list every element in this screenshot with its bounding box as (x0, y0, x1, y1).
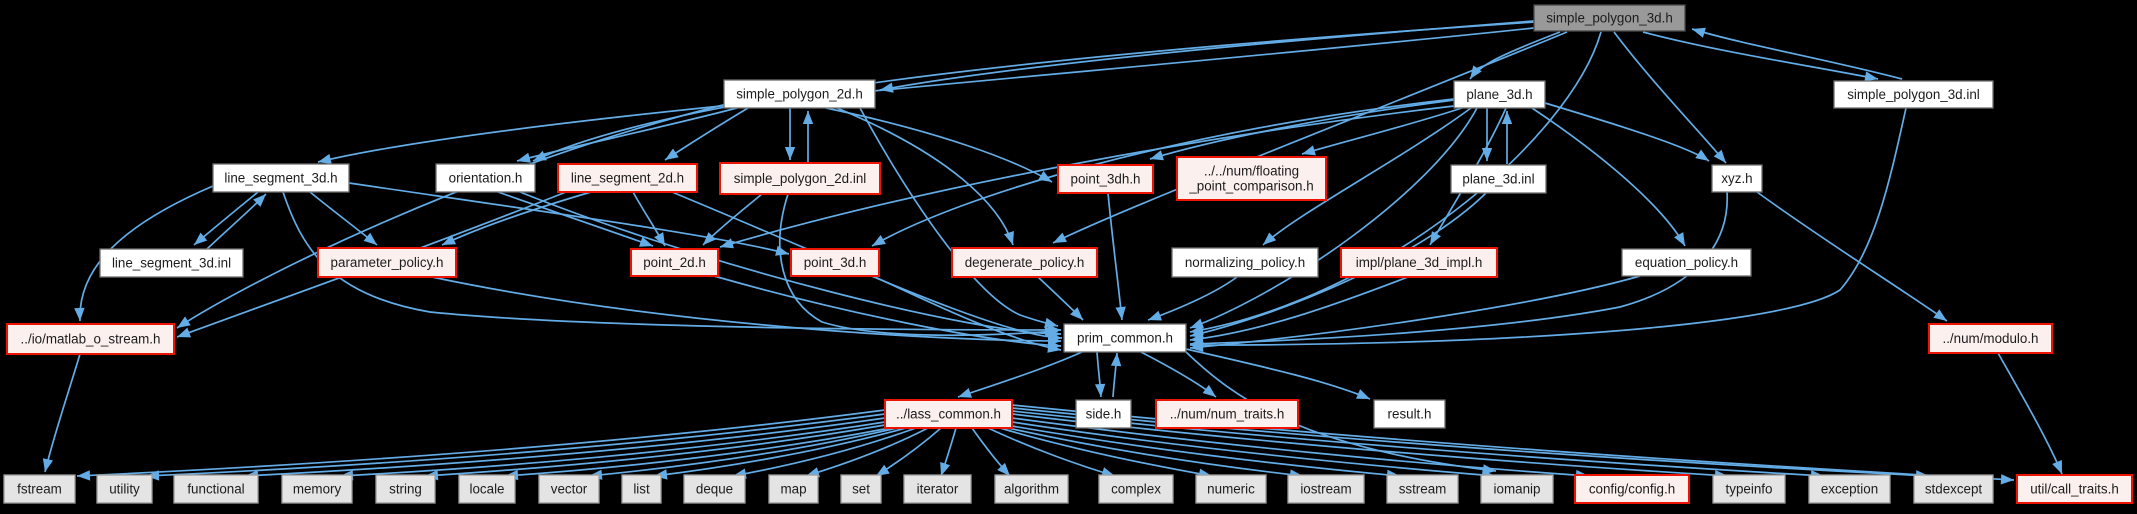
svg-text:deque: deque (696, 482, 733, 497)
svg-text:normalizing_policy.h: normalizing_policy.h (1185, 255, 1305, 270)
svg-text:algorithm: algorithm (1004, 482, 1059, 497)
svg-text:../../num/floating: ../../num/floating (1204, 164, 1299, 179)
svg-text:simple_polygon_3d.inl: simple_polygon_3d.inl (1847, 87, 1980, 102)
svg-text:point_3d.h: point_3d.h (804, 255, 867, 270)
svg-text:../num/num_traits.h: ../num/num_traits.h (1170, 407, 1285, 422)
svg-text:simple_polygon_2d.h: simple_polygon_2d.h (736, 87, 863, 102)
svg-text:stdexcept: stdexcept (1925, 482, 1983, 497)
svg-text:point_3dh.h: point_3dh.h (1071, 172, 1141, 187)
svg-text:line_segment_2d.h: line_segment_2d.h (571, 171, 684, 186)
svg-text:iostream: iostream (1300, 482, 1351, 497)
svg-text:vector: vector (551, 482, 588, 497)
svg-text:simple_polygon_2d.inl: simple_polygon_2d.inl (734, 171, 867, 186)
svg-text:map: map (780, 482, 806, 497)
svg-text:functional: functional (187, 482, 244, 497)
svg-text:impl/plane_3d_impl.h: impl/plane_3d_impl.h (1356, 255, 1483, 270)
svg-text:side.h: side.h (1086, 407, 1122, 422)
svg-text:exception: exception (1821, 482, 1878, 497)
svg-text:config/config.h: config/config.h (1589, 482, 1675, 497)
svg-text:iterator: iterator (917, 482, 959, 497)
svg-text:result.h: result.h (1388, 407, 1432, 422)
svg-text:sstream: sstream (1399, 482, 1447, 497)
svg-text:../num/modulo.h: ../num/modulo.h (1942, 331, 2038, 346)
svg-text:string: string (389, 482, 422, 497)
svg-text:iomanip: iomanip (1494, 482, 1541, 497)
svg-text:plane_3d.inl: plane_3d.inl (1462, 172, 1534, 187)
svg-text:plane_3d.h: plane_3d.h (1466, 87, 1532, 102)
svg-text:locale: locale (470, 482, 505, 497)
svg-text:xyz.h: xyz.h (1721, 171, 1752, 186)
svg-text:prim_common.h: prim_common.h (1077, 331, 1173, 346)
svg-text:parameter_policy.h: parameter_policy.h (331, 255, 444, 270)
svg-text:list: list (633, 482, 650, 497)
svg-text:fstream: fstream (17, 482, 62, 497)
svg-text:utility: utility (109, 482, 140, 497)
svg-text:line_segment_3d.inl: line_segment_3d.inl (112, 256, 231, 271)
svg-text:_point_comparison.h: _point_comparison.h (1188, 179, 1313, 194)
svg-text:point_2d.h: point_2d.h (643, 255, 706, 270)
svg-text:line_segment_3d.h: line_segment_3d.h (224, 171, 337, 186)
svg-text:degenerate_policy.h: degenerate_policy.h (965, 255, 1085, 270)
svg-text:../io/matlab_o_stream.h: ../io/matlab_o_stream.h (21, 332, 161, 347)
svg-text:complex: complex (1111, 482, 1161, 497)
svg-text:equation_policy.h: equation_policy.h (1635, 255, 1738, 270)
svg-text:simple_polygon_3d.h: simple_polygon_3d.h (1546, 11, 1673, 26)
svg-text:util/call_traits.h: util/call_traits.h (2030, 482, 2119, 497)
svg-text:typeinfo: typeinfo (1726, 482, 1773, 497)
svg-text:../lass_common.h: ../lass_common.h (896, 407, 1001, 422)
svg-text:set: set (852, 482, 870, 497)
svg-text:orientation.h: orientation.h (449, 171, 523, 186)
svg-text:numeric: numeric (1207, 482, 1255, 497)
svg-text:memory: memory (293, 482, 342, 497)
